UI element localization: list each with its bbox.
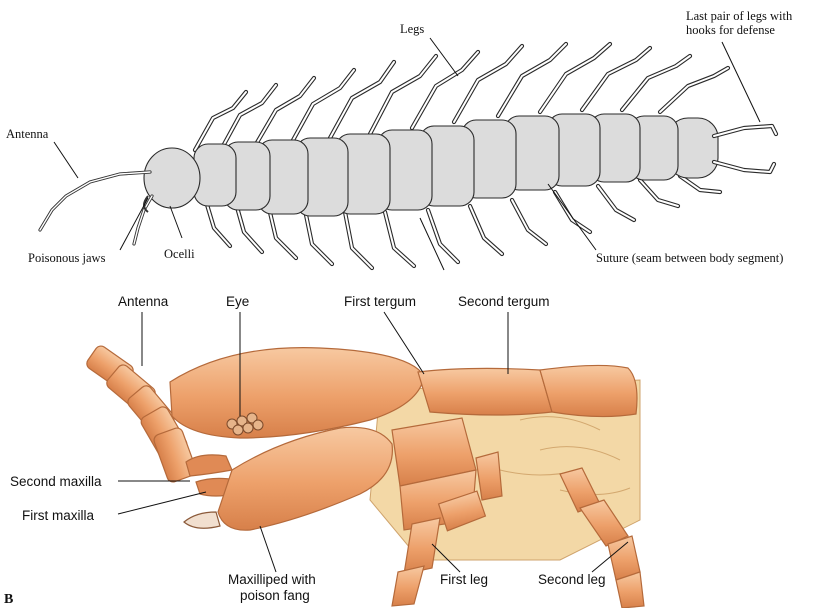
- label-first-leg: First leg: [440, 572, 488, 587]
- label-suture: Suture (seam between body segment): [596, 251, 783, 265]
- label-poisonous-jaws: Poisonous jaws: [28, 251, 106, 265]
- first-tergum-plate: [418, 368, 552, 415]
- second-maxilla: [186, 455, 232, 476]
- label-maxilliped-line1: Maxilliped with: [228, 572, 316, 587]
- label-eye: Eye: [226, 294, 249, 309]
- label-second-tergum: Second tergum: [458, 294, 550, 309]
- label-first-maxilla: First maxilla: [22, 508, 94, 523]
- poison-fang: [184, 512, 220, 528]
- panel-b-head-drawing: [85, 344, 644, 608]
- label-last-legs-line1: Last pair of legs with: [686, 9, 793, 23]
- label-antenna-a: Antenna: [6, 127, 49, 141]
- label-antenna-b: Antenna: [118, 294, 169, 309]
- second-tergum-plate: [540, 365, 637, 416]
- label-second-maxilla: Second maxilla: [10, 474, 102, 489]
- panel-a-centipede-drawing: [40, 44, 776, 268]
- maxilliped: [218, 427, 392, 530]
- label-ocelli: Ocelli: [164, 247, 195, 261]
- label-legs: Legs: [400, 22, 424, 36]
- label-maxilliped-line2: poison fang: [240, 588, 310, 603]
- label-first-tergum: First tergum: [344, 294, 416, 309]
- label-second-leg: Second leg: [538, 572, 606, 587]
- panel-letter-b: B: [4, 592, 13, 607]
- label-last-legs-line2: hooks for defense: [686, 23, 775, 37]
